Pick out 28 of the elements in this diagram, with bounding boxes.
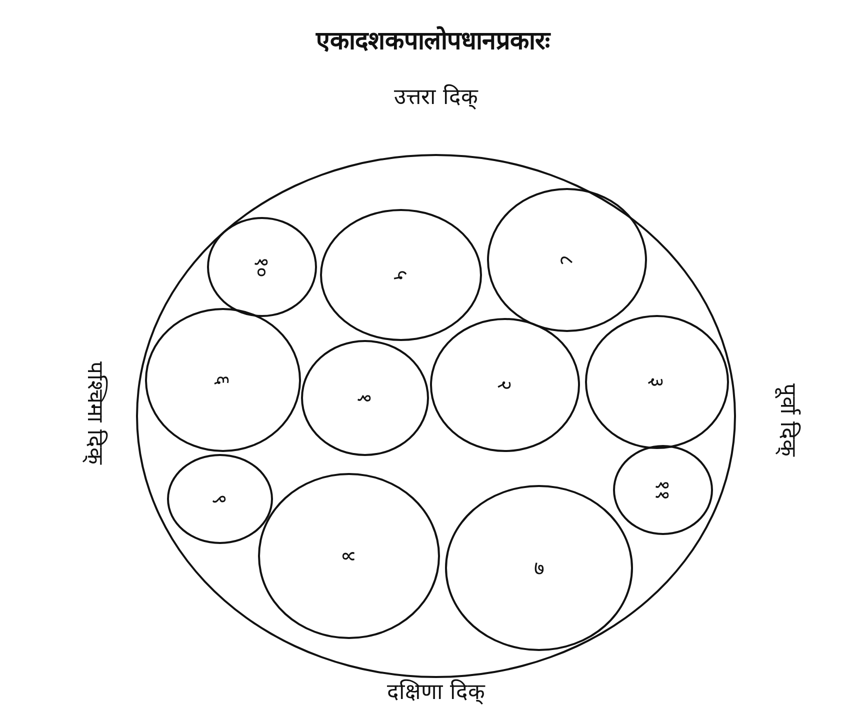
circle-number: ८ — [557, 255, 577, 265]
circle-number: ९ — [210, 494, 230, 504]
circle-number: १ — [355, 393, 375, 403]
circle — [445, 485, 633, 651]
north-label: उत्तरा दिक् — [394, 83, 478, 110]
south-label: दक्षिणा दिक् — [387, 678, 485, 705]
circle-number: ५ — [391, 270, 411, 280]
diagram-title: एकादशकपालोपधानप्रकारः — [314, 25, 552, 56]
west-label: पश्चिमा दिक् — [82, 362, 109, 464]
circle — [585, 315, 729, 449]
circle-number: ६ — [213, 375, 233, 385]
circle — [207, 217, 317, 317]
circle — [613, 445, 713, 535]
east-label: पूर्वा दिक् — [775, 384, 802, 456]
circle — [430, 318, 580, 452]
circle-number: २ — [495, 380, 515, 390]
circle-number: ३ — [647, 377, 667, 387]
circle — [258, 473, 440, 639]
outer-circle — [136, 154, 736, 678]
circle-number: ४ — [339, 551, 359, 561]
circle — [487, 188, 647, 332]
circle-number: ११ — [653, 480, 673, 500]
circle — [320, 209, 482, 341]
circle — [301, 340, 429, 456]
circle — [145, 308, 301, 452]
circle-number: ७ — [534, 558, 544, 578]
circle-number: १० — [252, 257, 272, 277]
circle — [167, 454, 273, 544]
